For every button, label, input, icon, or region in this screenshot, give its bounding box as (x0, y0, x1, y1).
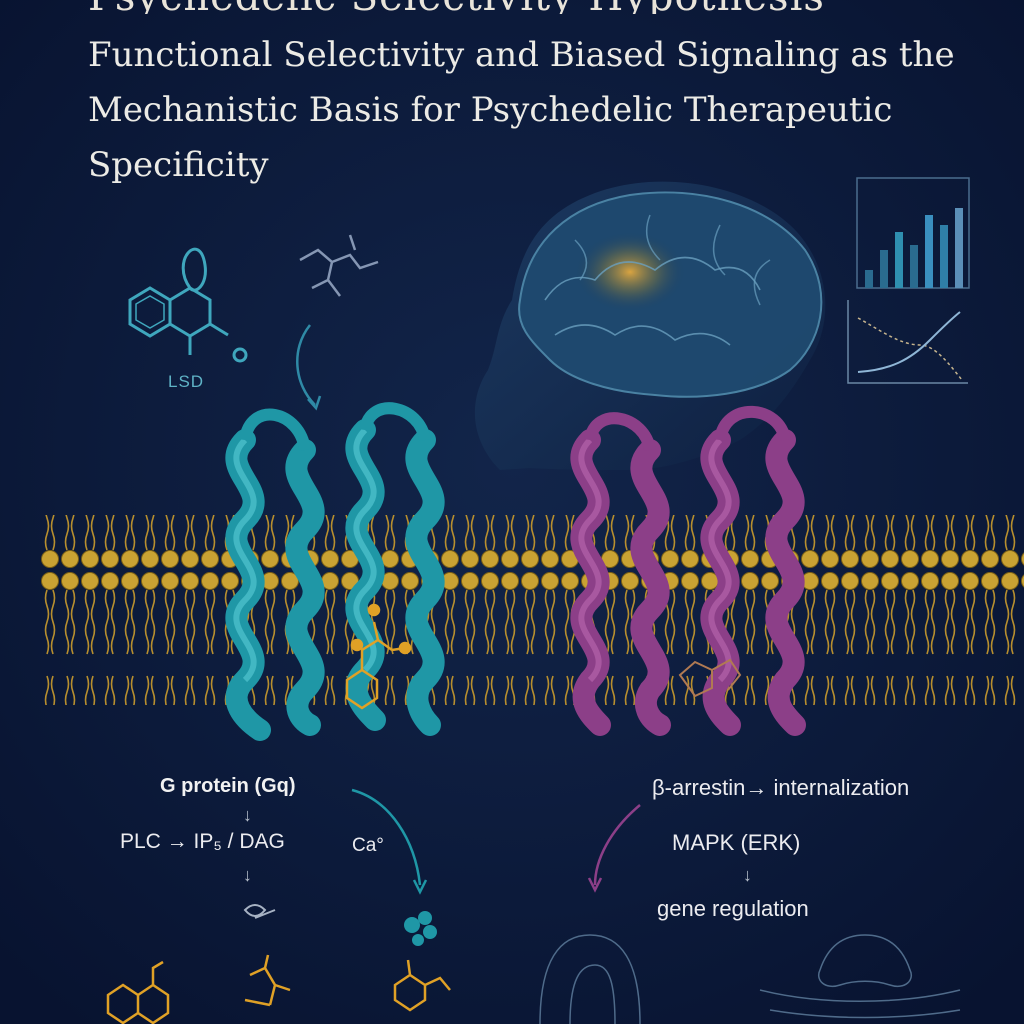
page-title: Psychedelic Selectivity Hypothesis (88, 0, 988, 14)
calcium-cluster-icon (404, 911, 437, 946)
lipid-bilayer (40, 515, 1024, 705)
ligand-in-pocket (345, 603, 412, 710)
ligand-in-right-pocket (678, 658, 742, 698)
gene-regulation-label: gene regulation (657, 896, 809, 921)
bottom-molecules-icon (106, 954, 451, 1024)
lsd-molecule-icon (128, 247, 248, 363)
mapk-label: MAPK (ERK) (672, 830, 801, 855)
g-protein-label: G protein (Gq) (160, 775, 296, 797)
ligand-arrow (296, 324, 316, 406)
down-arrow-1: ↓ (243, 805, 252, 825)
page-subtitle: Functional Selectivity and Biased Signal… (88, 35, 955, 185)
arrestin-label: β-arrestin→ internalization (652, 775, 910, 800)
brain-head-icon (474, 181, 826, 470)
arrestin-arrow (593, 804, 641, 886)
down-arrow-3: ↓ (743, 865, 752, 885)
bar-chart-icon (856, 177, 970, 289)
lsd-label: LSD (168, 372, 205, 391)
effector-left-icon (243, 904, 276, 919)
calcium-label: Ca° (352, 835, 384, 856)
line-chart-icon (847, 300, 968, 384)
down-arrow-2: ↓ (243, 865, 252, 885)
gq-arrow (351, 788, 422, 886)
plc-label: PLC → IP₅ / DAG (120, 830, 285, 853)
small-molecule-icon (299, 234, 379, 297)
neuron-sketch-icon (539, 934, 961, 1024)
